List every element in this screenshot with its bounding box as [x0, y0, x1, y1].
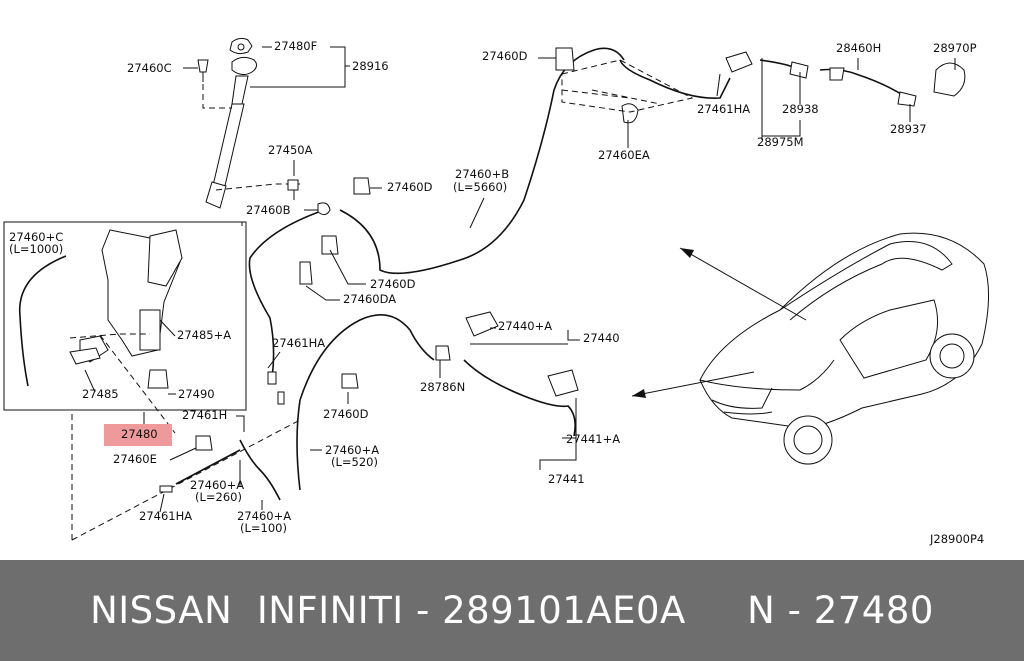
callout-label: (L=100): [240, 521, 287, 535]
callout-label: 28938: [782, 102, 819, 116]
callout-label: 27485+A: [177, 328, 231, 342]
callout-label: 27441+A: [566, 432, 620, 446]
callout-label: 27460+A: [237, 509, 291, 523]
vehicle-illustration: [699, 232, 989, 465]
callout-label: 27460+C: [9, 230, 63, 244]
callout-label: 28937: [890, 122, 927, 136]
tank-inset-box: [3, 221, 247, 411]
callout-label: 27460DA: [343, 292, 396, 306]
callout-label: 27460D: [370, 277, 416, 291]
callout-label: 27485: [82, 387, 119, 401]
callout-label: 27441: [548, 472, 585, 486]
callout-label: 27480F: [274, 39, 317, 53]
callout-label: 28916: [352, 59, 389, 73]
callout-label: (L=5660): [453, 180, 507, 194]
hose-main: [339, 47, 625, 275]
washer-tank: [18, 229, 183, 389]
callout-label: 27460+A: [190, 478, 244, 492]
callout-label: (L=1000): [9, 242, 63, 256]
callout-label: 27460E: [113, 452, 157, 466]
callout-label: 27460D: [387, 180, 433, 194]
callout-label: 27440: [583, 331, 620, 345]
callout-label: 27460+A: [325, 443, 379, 457]
callout-label: (L=260): [195, 490, 242, 504]
callout-label: 28786N: [420, 380, 465, 394]
highlight-box: [104, 424, 172, 446]
callout-label: 27461HA: [139, 509, 192, 523]
callout-label: 28460H: [836, 41, 881, 55]
part-number-footer: NISSAN INFINITI - 289101AE0A N - 27480: [0, 560, 1024, 661]
callout-label: 27460B: [246, 203, 291, 217]
callout-label: 27450A: [268, 143, 313, 157]
callout-label: 27460+B: [455, 167, 509, 181]
parts-diagram: 27480 27460C 27480F 28916 27460D 28460H 28970…: [3, 37, 989, 546]
small-parts: [159, 47, 966, 493]
callout-label: 27461H: [182, 408, 227, 422]
callout-label: 27461HA: [697, 102, 750, 116]
highlighted-part-label: 27480: [121, 427, 158, 441]
callout-label: 28970P: [933, 41, 977, 55]
callout-label: 27440+A: [498, 319, 552, 333]
filler-neck: [197, 37, 258, 209]
callout-label: 27460C: [127, 61, 172, 75]
footer-text: NISSAN INFINITI - 289101AE0A N - 27480: [90, 589, 934, 632]
callout-label: 27460D: [482, 49, 528, 63]
callout-label: 27461HA: [272, 336, 325, 350]
callout-label: 27490: [178, 387, 215, 401]
callout-label: 28975M: [757, 135, 804, 149]
callout-label: 27460D: [323, 407, 369, 421]
callout-label: 27460EA: [598, 148, 650, 162]
drawing-code: J28900P4: [929, 532, 984, 546]
callout-label: (L=520): [331, 455, 378, 469]
